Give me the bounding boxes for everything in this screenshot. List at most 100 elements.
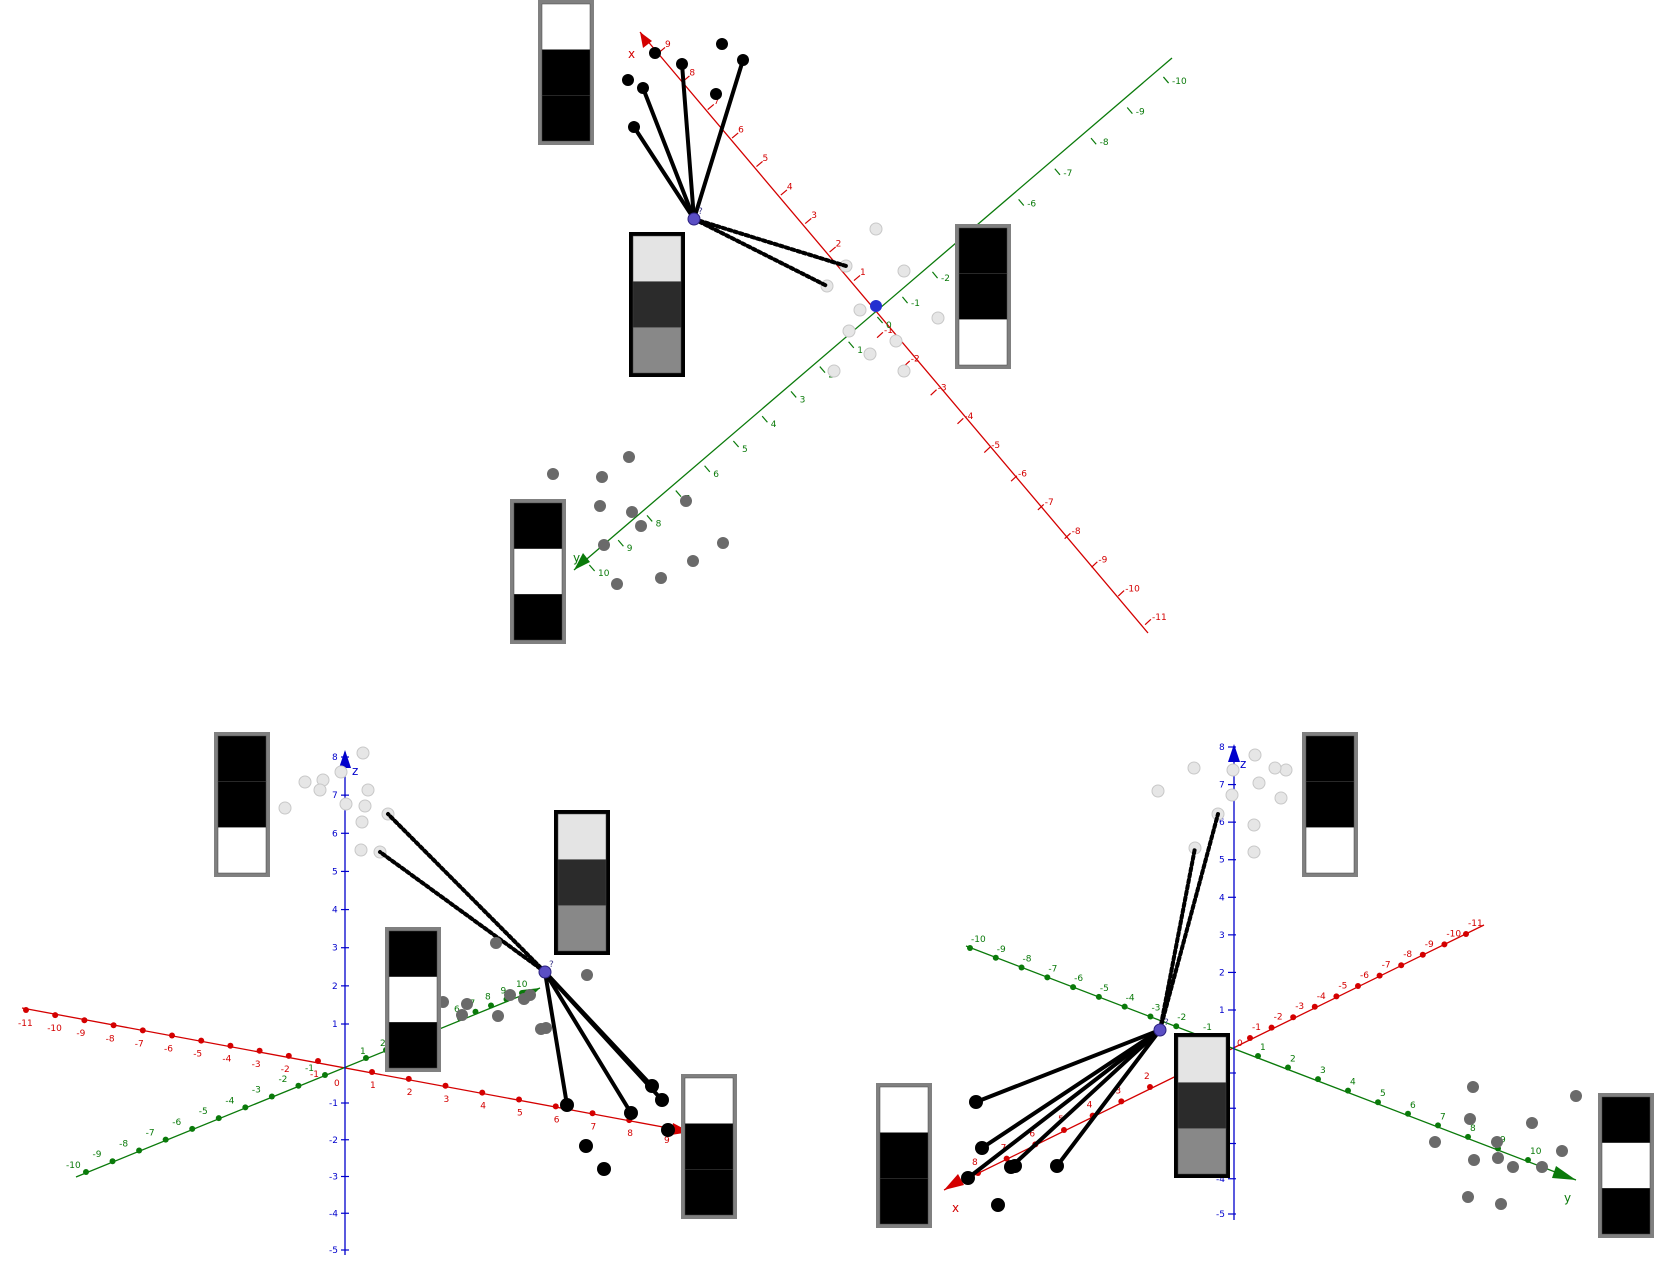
z-tick-label: -5 xyxy=(1216,1210,1225,1220)
x-axis-name: x xyxy=(952,1201,959,1215)
query-point xyxy=(1153,1023,1167,1037)
query-point-label: ? xyxy=(1164,1018,1169,1028)
y-tick-label: -5 xyxy=(199,1107,208,1117)
white-sphere xyxy=(1268,761,1282,775)
y-tick-label: -2 xyxy=(941,274,950,284)
bar-black-class-cell xyxy=(541,95,591,142)
z-tick-label: 5 xyxy=(1219,856,1225,866)
white-sphere xyxy=(1247,845,1261,859)
gray-sphere xyxy=(1467,1081,1479,1093)
x-tick-label: -5 xyxy=(193,1050,202,1060)
gray-sphere xyxy=(490,937,502,949)
x-tick-label: -4 xyxy=(222,1055,231,1065)
bar-query-cell xyxy=(1177,1082,1227,1129)
y-tick-label: 8 xyxy=(485,993,491,1003)
gray-sphere xyxy=(594,500,606,512)
y-tick-label: 10 xyxy=(1530,1147,1542,1157)
y-tick-label: -6 xyxy=(1074,974,1083,984)
x-axis-name: x xyxy=(628,47,635,61)
white-sphere xyxy=(931,311,945,325)
x-tick xyxy=(1268,1024,1275,1031)
white-sphere xyxy=(1187,761,1201,775)
x-tick-label: -11 xyxy=(1152,613,1167,623)
bar-white-class-cell xyxy=(958,227,1008,274)
y-tick xyxy=(1018,964,1025,971)
y-tick xyxy=(1525,1157,1531,1163)
gray-sphere xyxy=(1491,1136,1503,1148)
x-tick xyxy=(81,1017,88,1024)
bar-query-cell xyxy=(557,905,607,952)
x-tick xyxy=(983,446,991,453)
y-tick-label: 7 xyxy=(1440,1112,1446,1122)
x-tick-label: -5 xyxy=(991,441,1000,451)
x-tick-label: 2 xyxy=(836,240,842,250)
bar-white-class-cell xyxy=(217,827,267,874)
gray-sphere xyxy=(717,537,729,549)
y-tick xyxy=(901,296,909,304)
z-tick-label: 4 xyxy=(1219,893,1225,903)
z-tick-label: 3 xyxy=(332,944,338,954)
z-axis-name: z xyxy=(1240,757,1246,771)
white-sphere xyxy=(334,765,348,779)
y-tick-label: -5 xyxy=(1100,984,1109,994)
z-tick-label: 2 xyxy=(332,982,338,992)
y-tick-label: 6 xyxy=(713,470,719,480)
y-tick-label: -1 xyxy=(305,1064,314,1074)
gray-sphere xyxy=(1507,1161,1519,1173)
x-tick-label: 3 xyxy=(444,1095,450,1105)
solid-neighbor-line xyxy=(543,970,633,1115)
gray-sphere xyxy=(626,506,638,518)
x-tick xyxy=(1355,983,1361,989)
z-tick-label: -2 xyxy=(329,1136,338,1146)
y-tick-label: -9 xyxy=(1136,108,1145,118)
y-tick-label: 3 xyxy=(1320,1066,1326,1076)
white-sphere xyxy=(889,334,903,348)
bar-query-cell xyxy=(632,235,682,282)
solid-neighbor-line xyxy=(974,1028,1162,1104)
x-tick xyxy=(52,1012,59,1019)
bar-gray-class-cell xyxy=(388,930,438,977)
z-tick-label: 7 xyxy=(1219,781,1225,791)
z-tick-label: -3 xyxy=(329,1173,338,1183)
bar-gray-class-cell xyxy=(513,502,563,549)
x-tick xyxy=(930,389,937,396)
panel-bottom-left: -11-10-9-8-7-6-5-4-3-2-1123456789-10-9-8… xyxy=(18,732,737,1256)
x-tick-label: -10 xyxy=(47,1024,62,1034)
x-tick xyxy=(1010,475,1018,482)
x-tick-label: -9 xyxy=(1098,556,1107,566)
y-tick-label: 2 xyxy=(1290,1055,1296,1065)
y-tick xyxy=(848,341,855,349)
bar-gray-class-cell xyxy=(1601,1096,1651,1143)
y-tick xyxy=(136,1147,143,1154)
white-sphere xyxy=(361,783,375,797)
bar-white-class-cell xyxy=(958,273,1008,320)
y-tick xyxy=(472,1008,479,1015)
x-tick-label: 7 xyxy=(591,1122,597,1132)
y-axis-name: y xyxy=(1564,1191,1571,1205)
x-tick xyxy=(1398,962,1405,969)
y-tick xyxy=(189,1125,196,1132)
gray-sphere xyxy=(524,989,536,1001)
x-tick-label: 8 xyxy=(972,1158,978,1168)
gray-sphere xyxy=(598,539,610,551)
y-tick-label: 9 xyxy=(501,986,507,996)
z-axis-arrow-icon xyxy=(1228,744,1240,762)
x-tick xyxy=(1311,1003,1318,1010)
dashed-neighbor-line xyxy=(1158,846,1197,1032)
z-tick-label: -5 xyxy=(329,1246,338,1256)
bar-gray-class-cell xyxy=(388,1022,438,1069)
gray-sphere xyxy=(687,555,699,567)
y-tick xyxy=(1405,1110,1411,1117)
y-tick xyxy=(819,366,826,374)
white-sphere xyxy=(354,843,368,857)
x-tick xyxy=(957,417,964,425)
solid-neighbor-line xyxy=(680,62,696,221)
x-tick xyxy=(227,1042,234,1049)
z-axis-arrow-icon xyxy=(339,750,351,768)
x-tick-label: 4 xyxy=(1087,1101,1093,1111)
z-tick-label: 4 xyxy=(332,906,338,916)
bar-black-class-cell xyxy=(879,1178,929,1225)
white-sphere xyxy=(358,799,372,813)
x-tick xyxy=(756,160,763,168)
white-sphere xyxy=(863,347,877,361)
